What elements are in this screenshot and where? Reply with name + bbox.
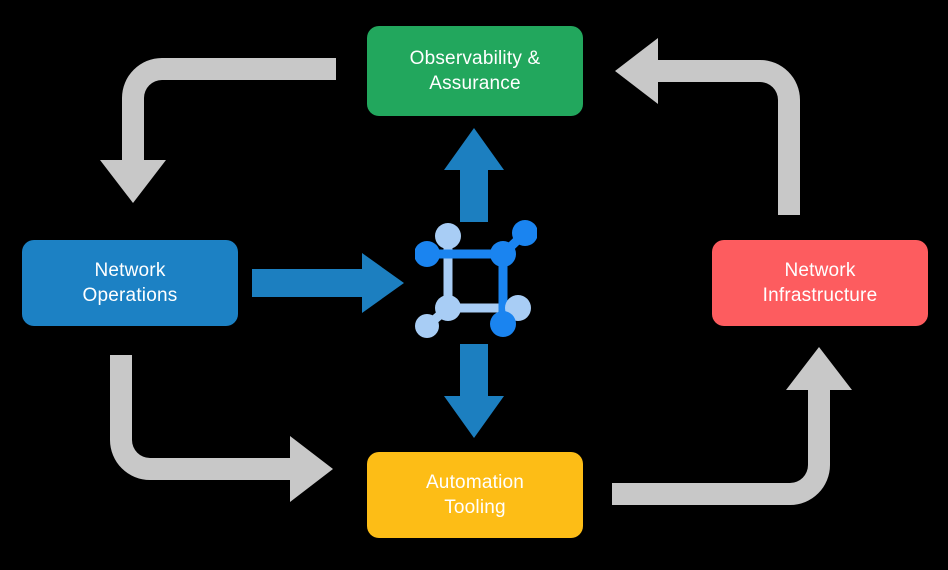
node-observability-assurance[interactable]: Observability & Assurance <box>367 26 583 116</box>
arrow-automation-tooling-to-network-infrastructure <box>612 347 852 505</box>
node-network-operations[interactable]: Network Operations <box>22 240 238 326</box>
arrow-observability-to-network-operations <box>100 58 336 203</box>
arrow-network-infrastructure-to-observability <box>615 38 800 215</box>
node-automation-tooling[interactable]: Automation Tooling <box>367 452 583 538</box>
arrow-network-operations-to-automation-tooling <box>110 355 333 502</box>
arrow-left-to-center <box>252 253 404 313</box>
network-graph-icon <box>415 220 537 338</box>
arrow-center-up <box>444 128 504 222</box>
node-network-infrastructure[interactable]: Network Infrastructure <box>712 240 928 326</box>
arrow-center-down <box>444 344 504 438</box>
